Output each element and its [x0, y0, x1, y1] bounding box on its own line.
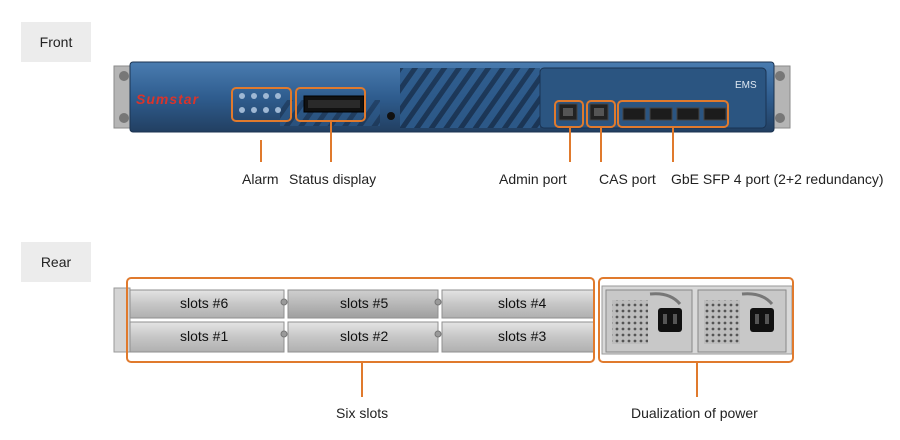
slot-5-label: slots #5 — [340, 295, 389, 311]
rear-tag: Rear — [21, 242, 91, 282]
six-slots-label: Six slots — [336, 405, 389, 421]
cas-port-leader-line — [600, 128, 602, 162]
cas-port-callout-box — [586, 100, 616, 128]
slot-1-label: slots #1 — [180, 328, 229, 344]
model-label: EMS — [735, 80, 757, 91]
slot-4-label: slots #4 — [498, 295, 547, 311]
six-slots-leader-line — [361, 363, 363, 397]
dual-power-callout-box — [598, 277, 794, 363]
alarm-leader-line — [260, 140, 262, 162]
status-display-label: Status display — [289, 171, 377, 187]
slot-2-label: slots #2 — [340, 328, 389, 344]
gbe-sfp-label: GbE SFP 4 port (2+2 redundancy) — [671, 171, 884, 187]
status-display-callout-box — [295, 87, 366, 122]
admin-port-label: Admin port — [499, 171, 567, 187]
rear-chassis — [113, 285, 793, 355]
dual-power-label: Dualization of power — [631, 405, 758, 421]
gbe-sfp-callout-box — [617, 100, 729, 128]
alarm-callout-box — [231, 87, 292, 122]
front-tag: Front — [21, 22, 91, 62]
admin-port-leader-line — [569, 128, 571, 162]
slot-3-label: slots #3 — [498, 328, 547, 344]
six-slots-callout-box — [126, 277, 595, 363]
admin-port-callout-box — [554, 100, 584, 128]
dual-power-leader-line — [696, 363, 698, 397]
slot-6-label: slots #6 — [180, 295, 229, 311]
status-display-leader-line — [330, 122, 332, 162]
gbe-sfp-leader-line — [672, 128, 674, 162]
brand-logo: Sumstar — [136, 91, 200, 107]
cas-port-label: CAS port — [599, 171, 656, 187]
alarm-label: Alarm — [242, 171, 279, 187]
